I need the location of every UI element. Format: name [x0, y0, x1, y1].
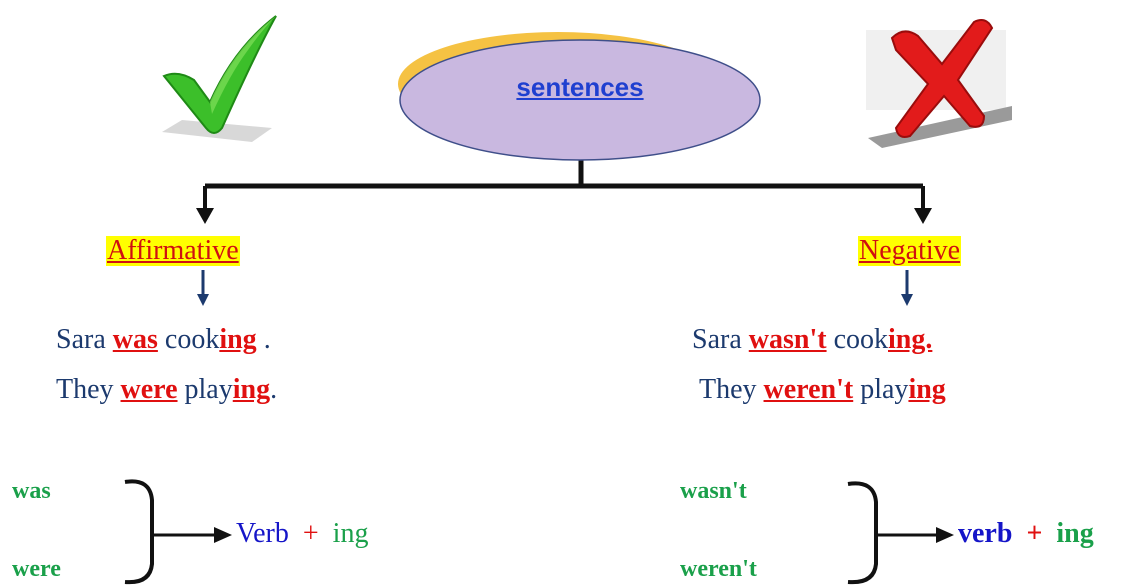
- affirmative-brace: [124, 479, 154, 585]
- formula-aux-were: were: [12, 556, 61, 582]
- right-arrowhead: [914, 208, 932, 224]
- aux-were: were: [120, 374, 178, 405]
- formula-aux-wasnt: wasn't: [680, 478, 747, 504]
- affirmative-formula: Verb + ing: [236, 518, 369, 549]
- left-arrowhead: [196, 208, 214, 224]
- green-checkmark-icon: [162, 15, 277, 142]
- negative-sentence-1: Sara wasn't cooking.: [692, 324, 933, 355]
- page-title: sentences: [516, 72, 644, 102]
- title-node: sentences: [398, 22, 768, 162]
- aux-werent: weren't: [763, 374, 854, 405]
- formula-aux-werent: weren't: [680, 556, 757, 582]
- aux-was: was: [112, 324, 158, 355]
- negative-brace: [847, 481, 878, 585]
- aux-wasnt: wasn't: [748, 324, 827, 355]
- affirmative-sentence-2: They were playing.: [56, 374, 278, 405]
- affirmative-label: Affirmative: [106, 235, 240, 266]
- negative-sentence-2: They weren't playing: [699, 374, 946, 405]
- negative-label: Negative: [858, 235, 962, 266]
- negative-formula: verb + ing: [958, 518, 1094, 549]
- red-x-icon: [866, 19, 1012, 148]
- affirmative-sentence-1: Sara was cooking .: [56, 324, 271, 355]
- formula-aux-was: was: [12, 478, 51, 504]
